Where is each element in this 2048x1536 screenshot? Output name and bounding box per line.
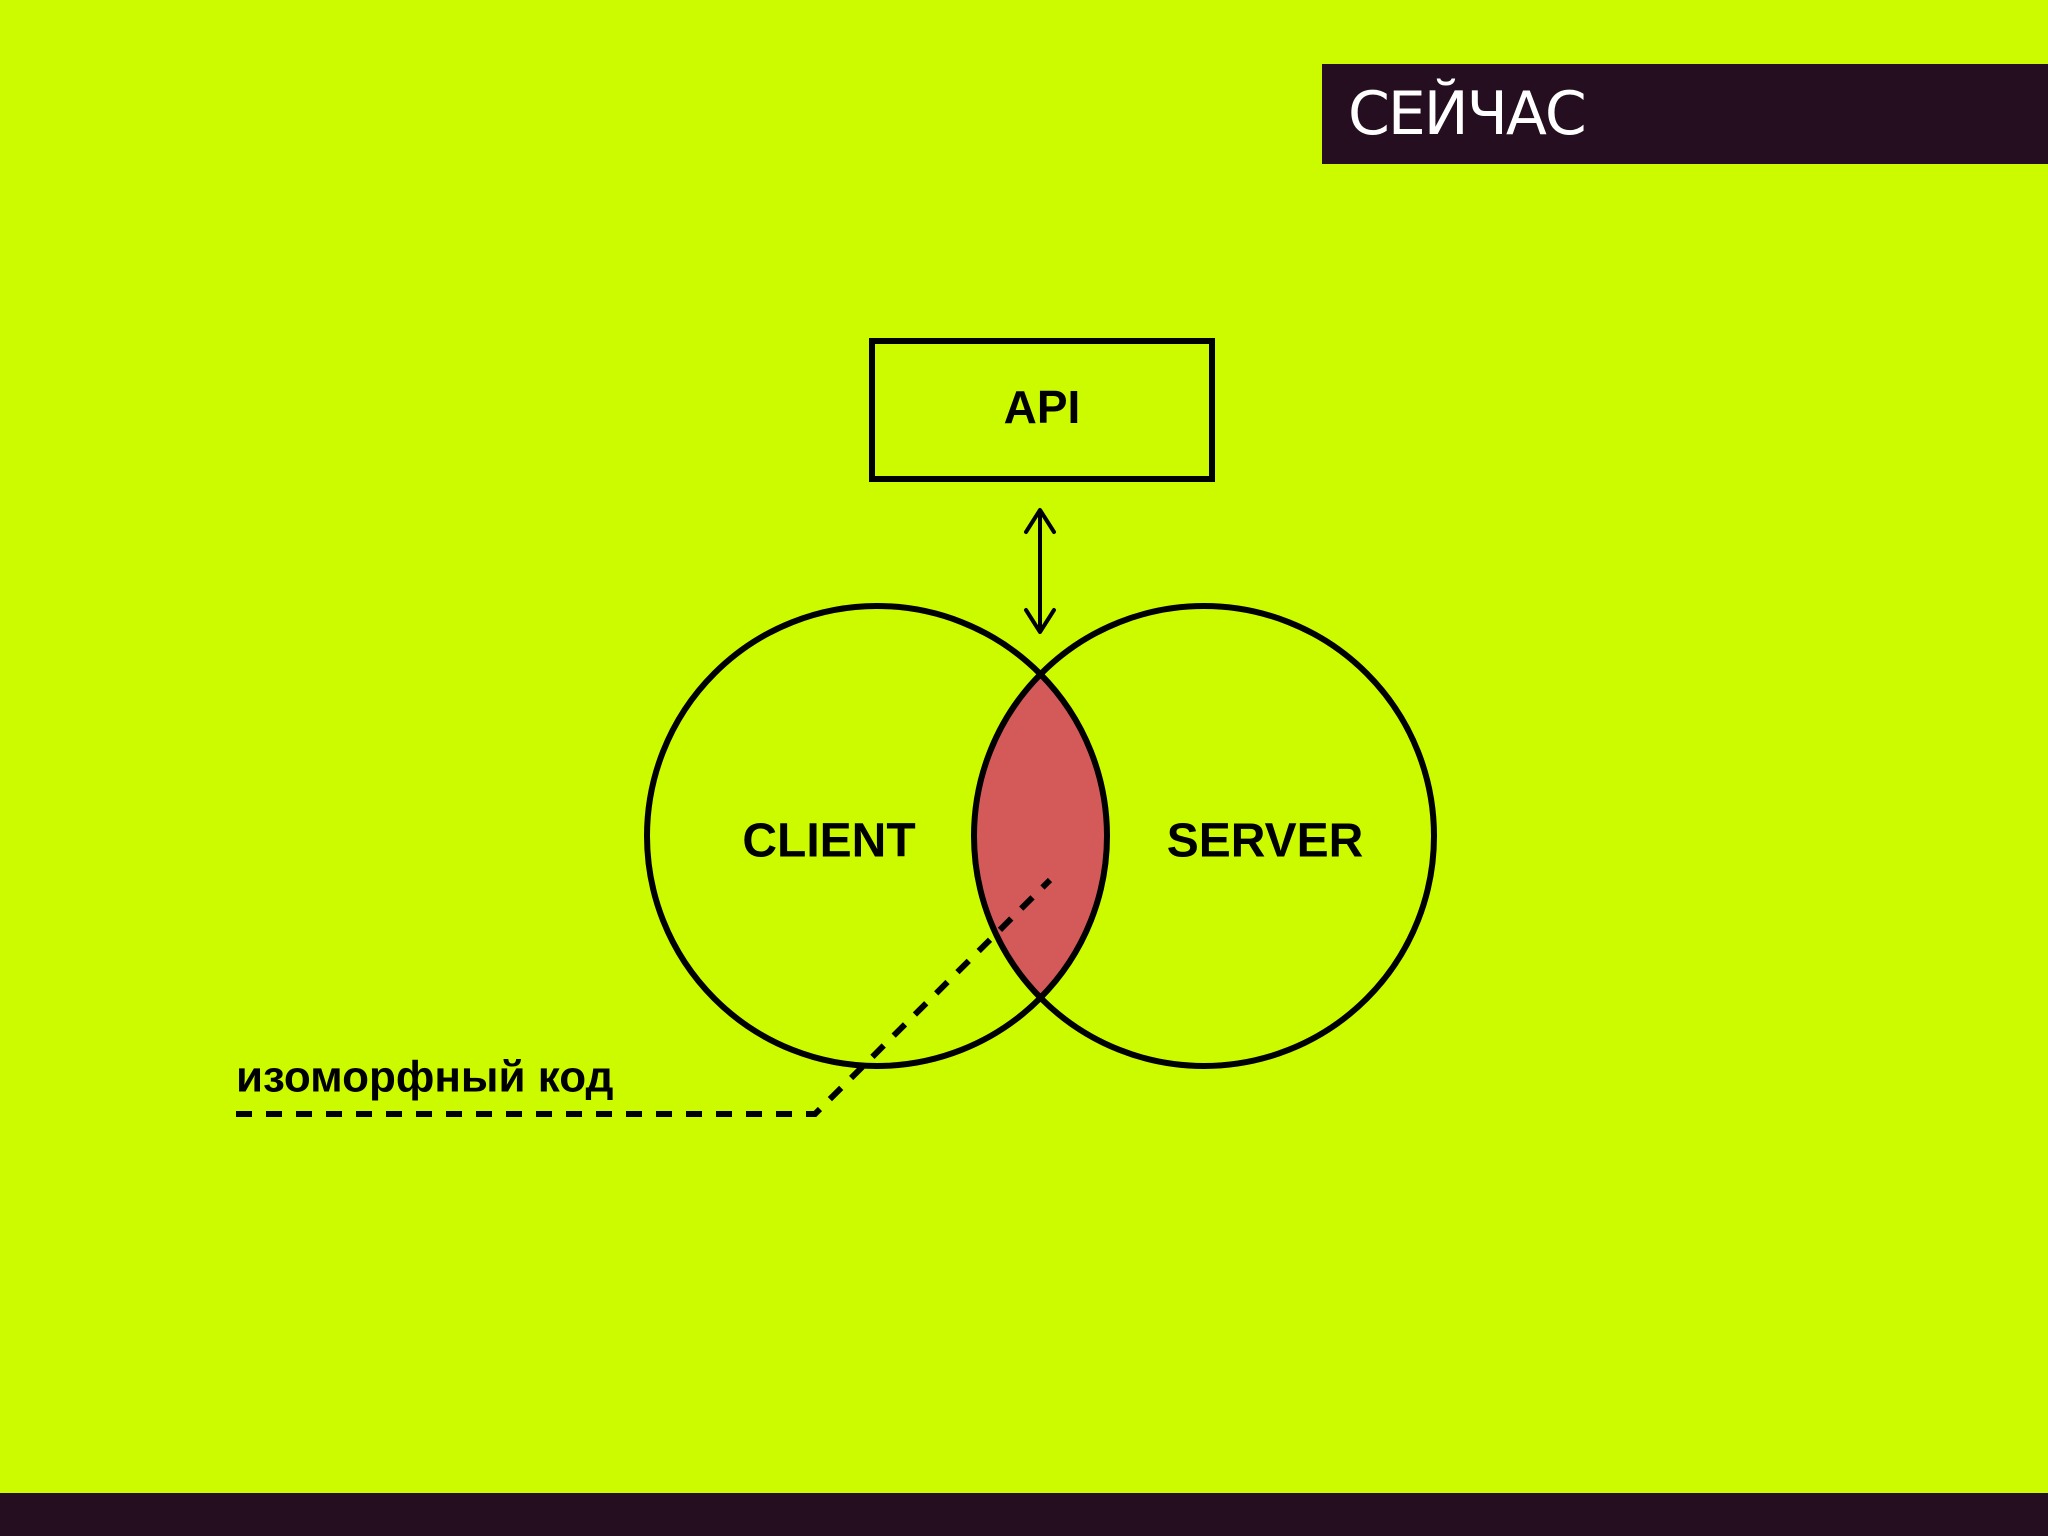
api-box bbox=[869, 338, 1215, 482]
title-bar: СЕЙЧАС bbox=[1322, 64, 2048, 164]
annotation-label: изоморфный код bbox=[236, 1053, 614, 1102]
footer-bar bbox=[0, 1493, 2048, 1536]
annotation-pointer bbox=[236, 877, 1053, 1117]
client-label: CLIENT bbox=[742, 815, 915, 868]
api-label: API bbox=[1004, 381, 1081, 433]
server-label: SERVER bbox=[1167, 815, 1364, 868]
client-circle bbox=[644, 603, 1110, 1069]
server-circle bbox=[971, 603, 1437, 1069]
bidirectional-arrow bbox=[1024, 508, 1056, 634]
page-title: СЕЙЧАС bbox=[1348, 79, 1587, 149]
